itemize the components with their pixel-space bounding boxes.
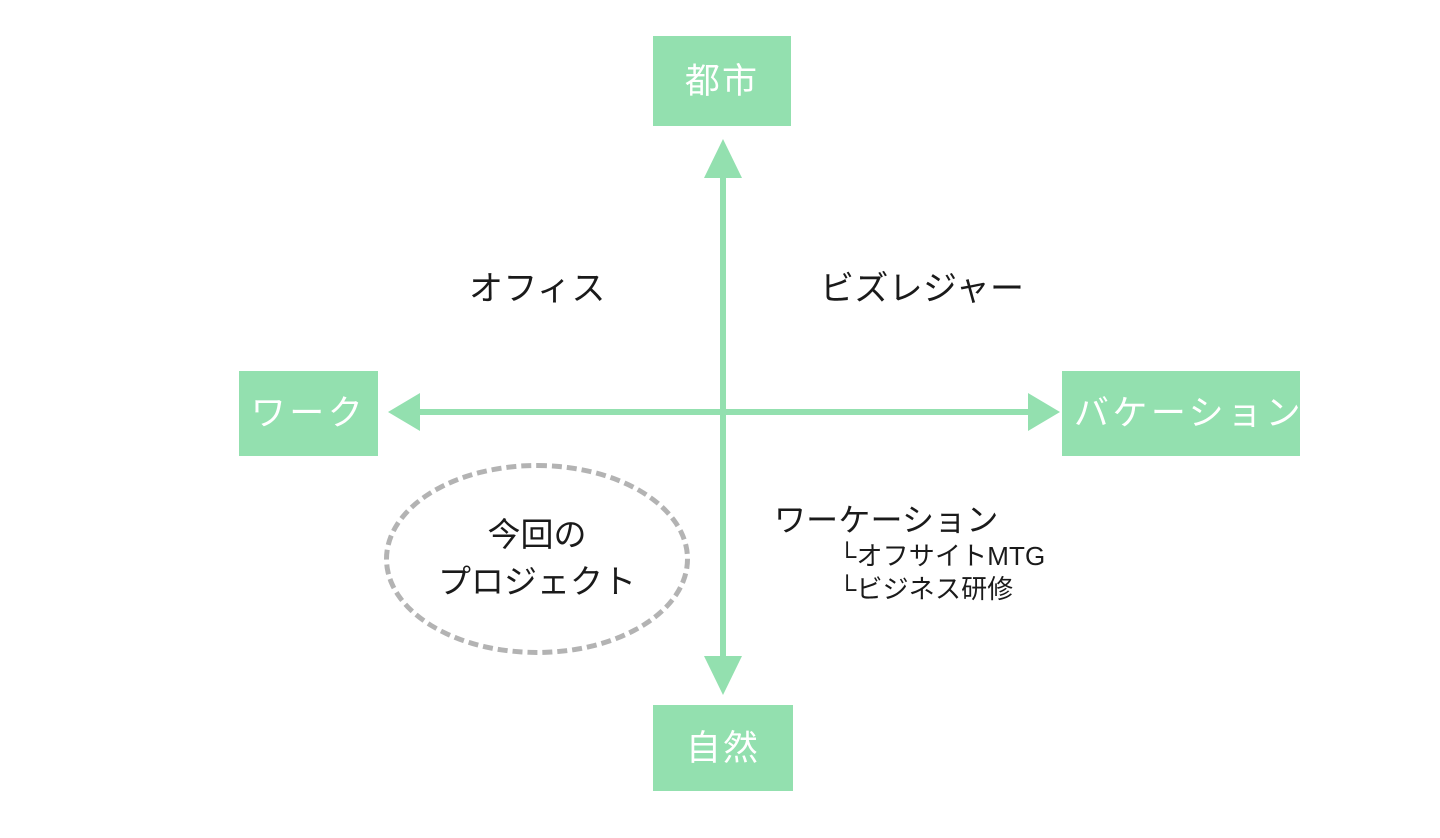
axis-pole-right: バケーション xyxy=(1062,371,1301,456)
axis-pole-top: 都市 xyxy=(653,36,791,126)
project-bubble-line: プロジェクト xyxy=(438,563,636,600)
quadrant-label-top-right: ビズレジャー xyxy=(820,270,1025,308)
workation-subitem: └ビジネス研修 xyxy=(838,574,1014,605)
arrowhead-right xyxy=(1028,393,1060,431)
arrowhead-up xyxy=(704,139,742,178)
axis-pole-top-label: 都市 xyxy=(684,61,760,101)
workation-annotation: ワーケーション └オフサイトMTG └ビジネス研修 xyxy=(774,502,1045,606)
axis-pole-bottom-label: 自然 xyxy=(685,728,761,768)
project-bubble: 今回の プロジェクト xyxy=(384,463,690,655)
axis-pole-left-label: ワーク xyxy=(250,394,367,433)
project-bubble-line: 今回の xyxy=(487,516,587,554)
axis-pole-bottom: 自然 xyxy=(653,705,793,791)
axis-pole-left: ワーク xyxy=(239,371,378,456)
workation-subitem: └オフサイトMTG xyxy=(838,540,1046,571)
workation-title: ワーケーション xyxy=(774,502,999,538)
axis-pole-right-label: バケーション xyxy=(1073,394,1305,433)
arrowhead-down xyxy=(704,656,742,695)
quadrant-label-top-left: オフィス xyxy=(469,270,606,308)
arrowhead-left xyxy=(388,393,420,431)
